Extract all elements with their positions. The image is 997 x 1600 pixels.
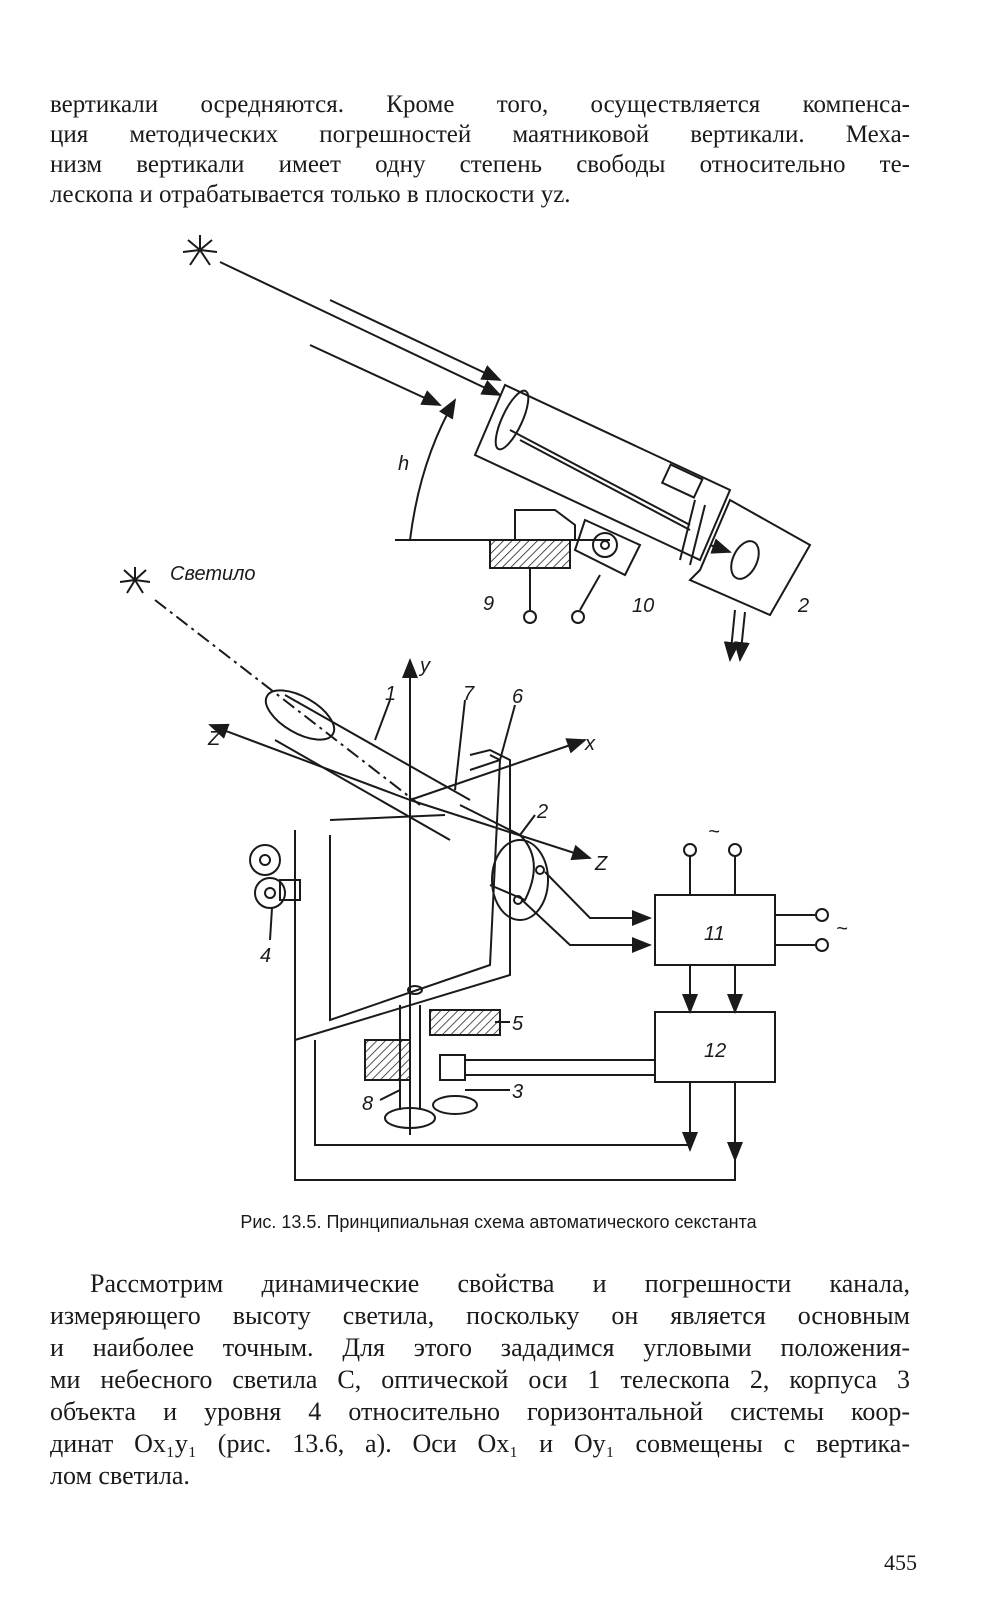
text-line: ми небесного светила C, оптической оси 1… [50,1365,910,1394]
text-line: ция методических погрешностей маятниково… [50,121,910,148]
label-2: 2 [536,801,548,823]
telescope-cylinder [264,689,549,921]
label-10: 10 [632,595,654,617]
text-line: измеряющего высоту светила, поскольку он… [50,1301,910,1330]
bottom-paragraph: Рассмотрим динамические свойства и погре… [50,1268,910,1492]
label-6: 6 [512,686,524,708]
label-z-prime: Z' [207,728,225,750]
label-h: h [398,453,409,475]
label-y: y [418,655,431,677]
text-line: объекта и уровня 4 относительно горизонт… [50,1397,910,1426]
label-7: 7 [463,683,475,705]
text-line: лескопа и отрабатывается только в плоско… [50,181,571,208]
label-svetilo: Светило [170,563,256,585]
label-9: 9 [483,593,494,615]
text-line: лом светила. [50,1461,190,1490]
figure-caption: Рис. 13.5. Принципиальная схема автомати… [240,1212,757,1232]
label-tilde-right: ~ [836,918,848,940]
page-number: 455 [884,1550,917,1575]
block-12 [654,1011,776,1083]
star-icon [182,235,218,266]
block-11 [654,894,776,966]
sextant-schematic-figure: h Светило 9 10 2 y Z' x Z 1 7 6 2 4 5 3 … [119,235,848,1181]
label-8: 8 [362,1093,373,1115]
label-1: 1 [385,683,396,705]
label-4: 4 [260,945,271,967]
label-z: Z [594,853,608,875]
label-12: 12 [704,1040,726,1062]
label-2-top: 2 [797,595,809,617]
text-line: вертикали осредняются. Кроме того, осуще… [50,91,910,118]
label-3: 3 [512,1081,523,1103]
top-paragraph: вертикали осредняются. Кроме того, осуще… [50,90,910,210]
star-icon [119,567,151,594]
label-5: 5 [512,1013,524,1035]
upper-telescope [473,383,812,662]
label-x: x [584,733,596,755]
text-line: и наиболее точным. Для этого зададимся у… [50,1333,910,1362]
text-line: низм вертикали имеет одну степень свобод… [50,151,910,178]
label-11: 11 [704,923,725,945]
text-line: динат Ox₁y₁ (рис. 13.6, a). Оси Ox₁ и Oy… [50,1429,910,1458]
text-line: Рассмотрим динамические свойства и погре… [90,1269,910,1298]
label-tilde-top: ~ [708,821,720,843]
